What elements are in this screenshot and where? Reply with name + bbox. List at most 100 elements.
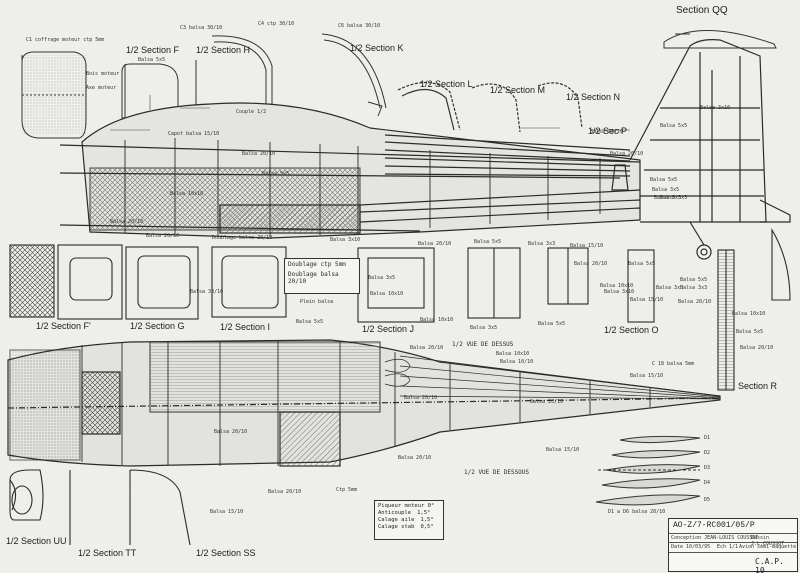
title-block-sheet: C.A.P. 10 — [755, 557, 784, 573]
note-label: Balsa 20/10 — [610, 151, 644, 157]
section-tt-title: 1/2 Section TT — [78, 548, 137, 558]
note-label: Balsa 15/10 — [590, 129, 624, 135]
section-f-view — [21, 51, 87, 139]
title-block-type: Avion semi-maquette — [739, 544, 797, 550]
settings-row-value: 1,5° — [417, 510, 431, 516]
note-label: Balsa 10x10 — [732, 311, 766, 317]
note-label: Balsa 3x5 — [470, 325, 498, 331]
note-label: Balsa 3x3 — [528, 241, 556, 247]
settings-box: Piqueur moteur 0° Anticouple 1,5°Calage a… — [374, 500, 444, 540]
section-ss-title: 1/2 Section SS — [196, 548, 256, 558]
section-bottom-row — [9, 469, 191, 546]
rib-label: D1 — [704, 435, 711, 441]
note-label: Balsa 5x5 — [538, 321, 566, 327]
title-block: AO-Z/7-RC001/05/P Conception JEAN-LOUIS … — [668, 518, 798, 573]
section-p-title: 1/2 Sec P — [588, 126, 628, 136]
view-bottom-label: 1/2 VUE DE DESSOUS — [464, 469, 530, 476]
section-k-title: 1/2 Section K — [350, 43, 404, 53]
note-label: Balsa 3x10 — [604, 289, 635, 295]
note-label: C6 balsa 30/10 — [338, 23, 381, 29]
section-i-title: 1/2 Section I — [220, 322, 271, 332]
settings-row-value: 0,5° — [420, 524, 434, 530]
section-m-title: 1/2 Section M — [490, 85, 546, 95]
note-label: Balsa 10x10 — [600, 283, 634, 289]
note-label: Balsa 15/10 — [546, 447, 580, 453]
section-r-title: Section R — [738, 381, 778, 391]
note-label: Balsa 3x3 — [656, 285, 684, 291]
section-n-half — [537, 82, 583, 129]
note-label: Balsa 3x10 — [700, 105, 731, 111]
section-o-title: 1/2 Section O — [604, 325, 659, 335]
note-label: Balsa 20/10 — [574, 261, 608, 267]
section-l-title: 1/2 Section L — [420, 79, 473, 89]
note-label: Balsa 20/10 — [740, 345, 774, 351]
note-label: Balsa 20/10 — [678, 299, 712, 305]
title-block-date: Date 10/03/95 — [671, 544, 711, 550]
reference-lines — [110, 95, 630, 131]
section-qq-title: Section QQ — [676, 5, 728, 16]
note-label: Balsa 5x5 — [628, 261, 656, 267]
section-j-title: 1/2 Section J — [362, 324, 415, 334]
title-block-conception: Conception JEAN-LOUIS COUSSOT — [671, 535, 759, 541]
tail-fin-side — [629, 39, 791, 260]
side-view-fuselage — [59, 102, 641, 239]
section-g-title: 1/2 Section G — [130, 321, 185, 331]
note-label: Axe moteur — [86, 85, 117, 91]
settings-row-value: 1,5° — [420, 517, 434, 523]
note-label: Balsa 5x5 — [296, 319, 324, 325]
section-n-title: 1/2 Section N — [566, 92, 621, 102]
note-label: Balsa 3x5 — [660, 195, 688, 201]
settings-title: Piqueur moteur 0° — [378, 503, 435, 509]
note-label: Balsa 5x5 — [262, 171, 290, 177]
settings-row-label: Anticouple — [378, 510, 412, 516]
note-label: Bois moteur — [86, 71, 120, 77]
section-l-half — [397, 81, 461, 131]
note-label: Balsa 15/10 — [210, 509, 244, 515]
rib-label: D2 — [704, 450, 711, 456]
settings-row: Calage stab 0,5° — [378, 524, 440, 531]
note-label: Balsa 5x5 — [650, 177, 678, 183]
section-f-title: 1/2 Section F — [126, 45, 180, 55]
view-top-label: 1/2 VUE DE DESSUS — [452, 341, 514, 348]
note-label: Balsa 20/10 — [268, 489, 302, 495]
title-block-dessin: Dessin J.L.COUSSOT — [751, 535, 785, 547]
top-view-fuselage — [7, 339, 721, 467]
note-label: C 18 balsa 5mm — [652, 361, 695, 367]
note-label: Balsa 20/10 — [404, 395, 438, 401]
section-qq — [663, 30, 777, 49]
note-label: Balsa 5x5 — [138, 57, 166, 63]
note-label: Balsa 20/10 — [214, 429, 248, 435]
note-label: Plein balsa — [300, 299, 334, 305]
note-label: Doublage balsa 20/10 — [212, 235, 273, 241]
rib-profiles — [595, 435, 701, 506]
legend-line-2: Doublage balsa 20/10 — [288, 271, 339, 285]
note-label: C4 ctp 30/10 — [258, 21, 295, 27]
note-label: Balsa 10x10 — [420, 317, 454, 323]
rib-label: D5 — [704, 497, 711, 503]
note-label: Balsa 5x5 — [654, 195, 682, 201]
legend-line-1: Doublage ctp 5mm — [288, 261, 346, 268]
note-label: Balsa 20/10 — [146, 233, 180, 239]
note-label: Ctp 5mm — [336, 487, 358, 493]
section-uu-title: 1/2 Section UU — [6, 536, 67, 546]
legend-box: Doublage ctp 5mm Doublage balsa 20/10 — [284, 258, 360, 294]
note-label: Balsa 30/10 — [190, 289, 224, 295]
note-label: Balsa 3x5 — [368, 275, 396, 281]
note-label: Balsa 10x10 — [170, 191, 204, 197]
settings-row: Anticouple 1,5° — [378, 510, 440, 517]
note-label: Balsa 3x5 — [652, 187, 680, 193]
section-f-half — [121, 63, 179, 119]
note-label: Balsa 3x10 — [330, 237, 361, 243]
settings-row-label: Calage stab — [378, 524, 415, 530]
section-f2-title: 1/2 Section F' — [36, 321, 91, 331]
note-label: Balsa 20/10 — [242, 151, 276, 157]
section-m-half — [471, 83, 521, 133]
note-label: Balsa 20/10 — [418, 241, 452, 247]
note-label: Balsa 5x5 — [474, 239, 502, 245]
note-label: Balsa 15/10 — [630, 373, 664, 379]
section-h-title: 1/2 Section H — [196, 45, 251, 55]
rib-label: D4 — [704, 480, 711, 486]
note-label: Couple 1/2 — [236, 109, 267, 115]
